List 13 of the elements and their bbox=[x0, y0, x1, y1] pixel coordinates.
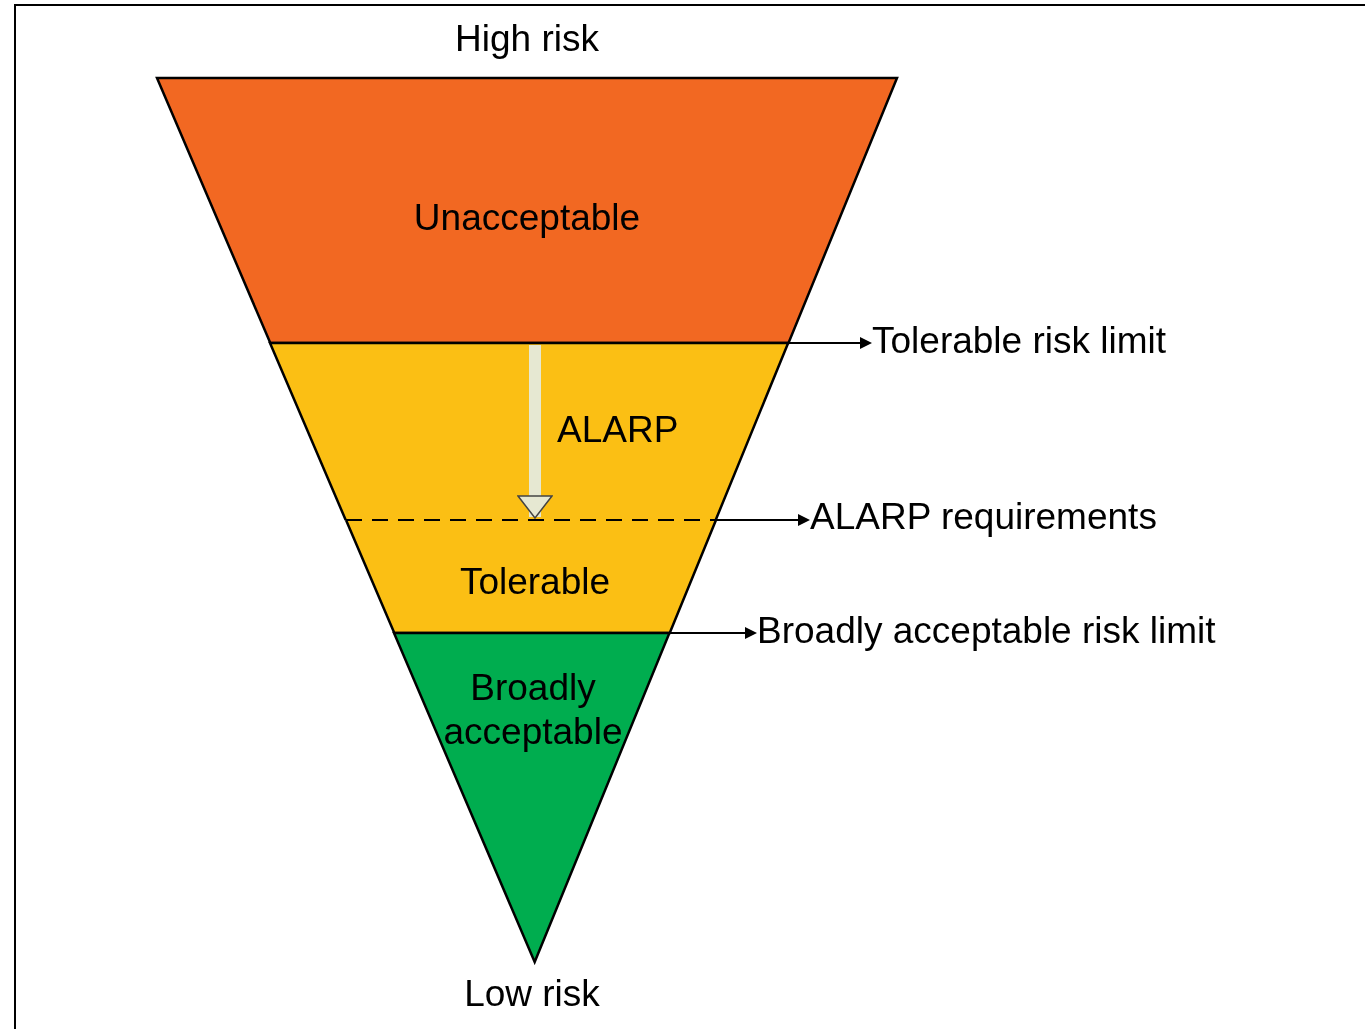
arrow bbox=[668, 627, 757, 639]
limit-label: ALARP requirements bbox=[810, 495, 1157, 540]
band-label: Unacceptable bbox=[412, 196, 642, 240]
arrow bbox=[787, 337, 872, 349]
limit-label: Broadly acceptable risk limit bbox=[757, 609, 1216, 654]
risk-label: High risk bbox=[454, 17, 600, 61]
band-label: Tolerable bbox=[458, 560, 612, 604]
band-label: Broadly acceptable bbox=[442, 666, 624, 755]
risk-label: Low risk bbox=[463, 972, 601, 1016]
band-label: ALARP bbox=[557, 408, 680, 452]
block-arrow bbox=[517, 345, 553, 519]
limit-label: Tolerable risk limit bbox=[872, 319, 1166, 364]
arrow bbox=[715, 514, 810, 526]
